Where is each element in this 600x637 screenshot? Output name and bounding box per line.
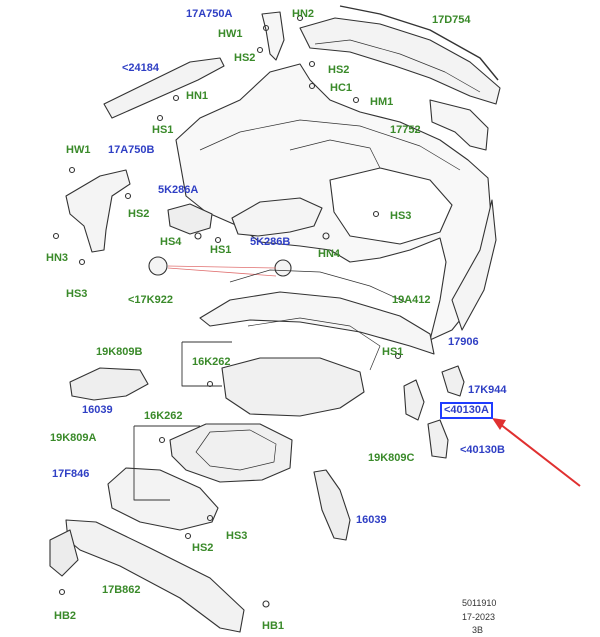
label-hs2-d: HS2 — [192, 542, 214, 554]
label-17k922: <17K922 — [128, 294, 173, 306]
part-17k944 — [441, 365, 465, 397]
part-16039-right — [313, 469, 351, 541]
part-17752 — [429, 99, 489, 151]
label-hs3-b: HS3 — [66, 288, 88, 300]
label-17a750b: 17A750B — [108, 144, 155, 156]
footer-rev: 3B — [472, 625, 484, 635]
label-hs2-top: HS2 — [234, 52, 256, 64]
part-17a750b — [65, 169, 131, 253]
label-hs1-c: HS1 — [382, 346, 404, 358]
label-16k262-b: 16K262 — [144, 410, 183, 422]
part-5k286a — [167, 203, 213, 235]
label-19k809b: 19K809B — [96, 346, 143, 358]
label-hw1-top: HW1 — [218, 28, 243, 40]
part-40130b — [427, 419, 449, 459]
label-40130b: <40130B — [460, 444, 505, 456]
label-17752: 17752 — [390, 124, 421, 136]
part-24184 — [103, 57, 225, 119]
callout-arrow — [492, 418, 581, 487]
part-16039-left — [69, 367, 149, 401]
label-16039-a: 16039 — [82, 404, 113, 416]
label-hm1: HM1 — [370, 96, 394, 108]
part-17b862 — [65, 519, 245, 633]
label-hc1: HC1 — [330, 82, 353, 94]
part-19k809a — [169, 423, 293, 483]
part-19k809b — [221, 357, 365, 417]
label-24184: <24184 — [122, 62, 160, 74]
part-17a750a — [261, 11, 285, 61]
part-17k922 — [148, 256, 168, 276]
label-hn1: HN1 — [186, 90, 209, 102]
label-hn2: HN2 — [292, 8, 315, 20]
label-hn4: HN4 — [318, 248, 341, 260]
part-17906 — [451, 199, 497, 331]
label-hn3: HN3 — [46, 252, 69, 264]
label-17f846: 17F846 — [52, 468, 90, 480]
label-hs1-b: HS1 — [210, 244, 232, 256]
label-hb1: HB1 — [262, 620, 285, 632]
part-40130a — [403, 379, 425, 421]
label-hs1-a: HS1 — [152, 124, 174, 136]
label-5k286b: 5K286B — [250, 236, 291, 248]
part-17f846 — [107, 467, 219, 531]
label-hs2-b: HS2 — [328, 64, 350, 76]
label-17b862: 17B862 — [102, 584, 141, 596]
label-hs2-c: HS2 — [128, 208, 150, 220]
label-hb2: HB2 — [54, 610, 77, 622]
part-5k286b — [231, 197, 323, 237]
label-5k286a: 5K286A — [158, 184, 199, 196]
label-hs4: HS4 — [160, 236, 182, 248]
label-16k262-a: 16K262 — [192, 356, 231, 368]
label-17d754: 17D754 — [432, 14, 471, 26]
label-hs3-c: HS3 — [226, 530, 248, 542]
label-17906: 17906 — [448, 336, 479, 348]
footer-code: 5011910 — [462, 598, 497, 608]
label-16039-b: 16039 — [356, 514, 387, 526]
label-19k809c: 19K809C — [368, 452, 415, 464]
part-19a412 — [199, 291, 435, 355]
label-17k944: 17K944 — [468, 384, 507, 396]
label-19a412: 19A412 — [392, 294, 431, 306]
footer-date: 17-2023 — [462, 612, 496, 622]
label-17a750a: 17A750A — [186, 8, 233, 20]
label-hs3-a: HS3 — [390, 210, 412, 222]
label-40130a-highlighted: <40130A — [440, 402, 493, 419]
label-hw1-left: HW1 — [66, 144, 91, 156]
part-17d754 — [299, 17, 501, 105]
label-19k809a: 19K809A — [50, 432, 97, 444]
